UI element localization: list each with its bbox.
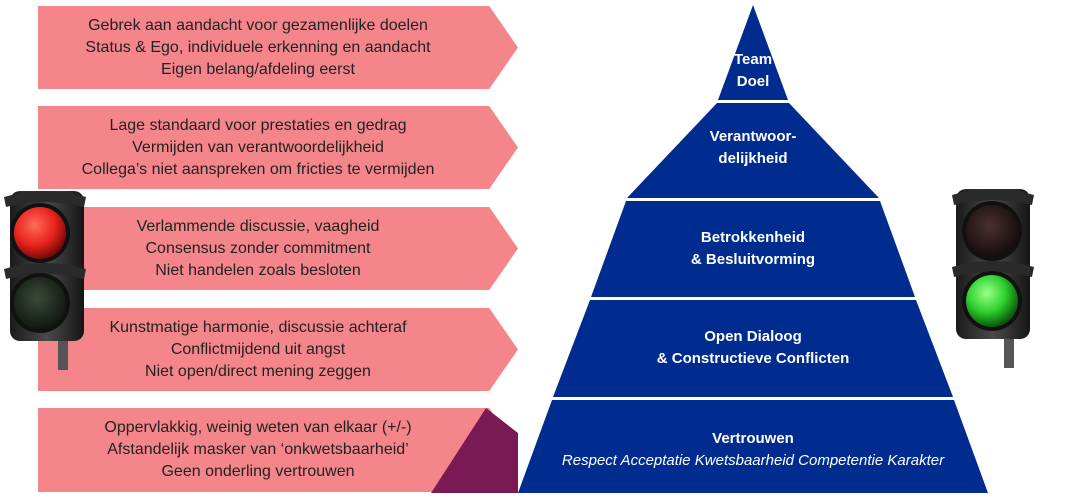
panel-line: Niet open/direct mening zeggen (145, 362, 371, 380)
pyramid-subtitle: Respect Acceptatie Kwetsbaarheid Compete… (561, 452, 945, 469)
panel-line: Verlammende discussie, vaagheid (136, 217, 380, 235)
pyramid-label-line: & Constructieve Conflicten (656, 350, 850, 367)
panel-line: Gebrek aan aandacht voor gezamenlijke do… (88, 16, 428, 34)
panel-line: Kunstmatige harmonie, discussie achteraf (109, 318, 407, 336)
pyramid-label-line: Vertrouwen (712, 430, 794, 447)
traffic-light-green-icon (952, 189, 1034, 368)
panel-line: Status & Ego, individuele erkenning en a… (85, 38, 431, 56)
pyramid-label-2: Verantwoor- delijkheid (710, 126, 797, 170)
pyramid-level-5 (518, 400, 988, 493)
dysfunction-panel-1: Gebrek aan aandacht voor gezamenlijke do… (38, 6, 518, 89)
traffic-light-red-icon (4, 191, 86, 370)
pyramid-label-3: Betrokkenheid & Besluitvorming (691, 227, 815, 271)
dysfunction-panel-5: Oppervlakkig, weinig weten van elkaar (+… (38, 408, 518, 492)
pyramid-label-line: Betrokkenheid (700, 229, 806, 246)
pyramid-level-4 (553, 300, 953, 397)
pyramid-label-line: Open Dialoog (704, 328, 802, 345)
panel-line: Vermijden van verantwoordelijkheid (132, 138, 384, 156)
pyramid-label-5: Vertrouwen Respect Acceptatie Kwetsbaarh… (562, 428, 944, 472)
pyramid-label-4: Open Dialoog & Constructieve Conflicten (657, 326, 850, 370)
panel-line: Consensus zonder commitment (145, 239, 371, 257)
dysfunction-panel-2: Lage standaard voor prestaties en gedrag… (38, 106, 518, 189)
panel-line: Collega’s niet aanspreken om fricties te… (81, 160, 435, 178)
dysfunction-panel-4: Kunstmatige harmonie, discussie achteraf… (38, 308, 518, 391)
pyramid-label-1: Team Doel (734, 49, 772, 93)
pyramid-label-line: Verantwoor- (709, 128, 797, 145)
panel-line: Afstandelijk masker van ‘onkwetsbaarheid… (107, 441, 409, 458)
panel-line: Oppervlakkig, weinig weten van elkaar (+… (104, 419, 412, 436)
panel-line: Geen onderling vertrouwen (161, 463, 355, 480)
panel-line: Conflictmijdend uit angst (170, 340, 346, 358)
overlap-shape (431, 408, 518, 493)
pyramid-level-1 (718, 5, 788, 100)
pyramid-label-line: delijkheid (718, 150, 788, 167)
pyramid-level-3 (591, 201, 915, 297)
panel-line: Niet handelen zoals besloten (155, 261, 361, 279)
panel-line: Eigen belang/afdeling eerst (161, 60, 355, 78)
pyramid-label-line: Team (733, 51, 773, 68)
pyramid-level-2 (627, 103, 879, 198)
pyramid-label-line: Doel (736, 73, 770, 90)
pyramid-label-line: & Besluitvorming (690, 251, 816, 268)
dysfunction-panel-3: Verlammende discussie, vaagheid Consensu… (38, 207, 518, 290)
panel-line: Lage standaard voor prestaties en gedrag (109, 116, 407, 134)
